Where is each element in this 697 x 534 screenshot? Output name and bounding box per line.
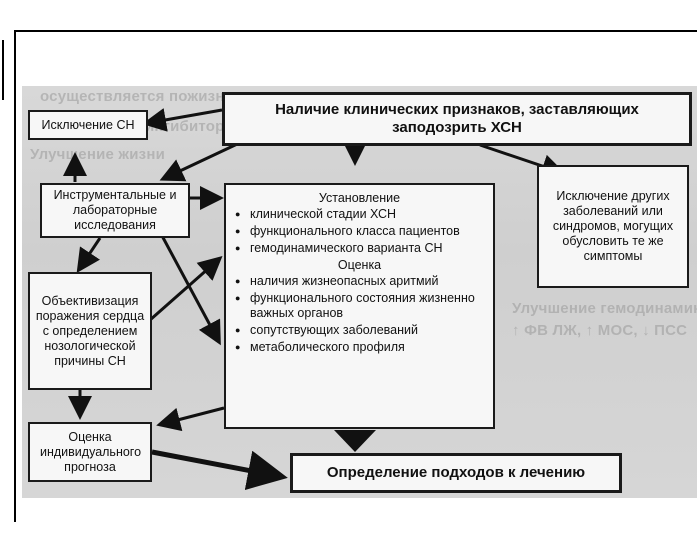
ghost-text-4: Улучшение гемодинамики: (512, 300, 697, 317)
exclusion-hf-text: Исключение СН (41, 117, 135, 132)
list-item: сопутствующих заболеваний (235, 323, 487, 338)
evaluation-heading: Оценка (337, 258, 382, 272)
list-item: функционального класса пациентов (235, 224, 487, 239)
establishment-heading: Установление (318, 191, 401, 205)
treatment-text: Определение подходов к лечению (326, 464, 586, 481)
list-item: гемодинамического варианта СН (235, 241, 487, 256)
clinical-signs-text: Наличие клинических признаков, заставляю… (275, 101, 639, 136)
treatment-box: Определение подходов к лечению (290, 453, 622, 493)
left-mark (2, 40, 4, 100)
prognosis-text: Оценка индивидуального прогноза (40, 429, 142, 474)
prognosis-box: Оценка индивидуального прогноза (28, 422, 152, 482)
arrow-center-to-treatment (334, 430, 376, 452)
arrow-prognosis-to-treatment (151, 449, 288, 491)
objectivization-text: Объективизация поражения сердца с опреде… (35, 293, 145, 368)
ghost-text-5: ↑ ФВ ЛЖ, ↑ МОС, ↓ ПСС (512, 322, 688, 339)
other-diseases-text: Исключение других заболеваний или синдро… (552, 189, 674, 263)
left-rule (14, 30, 16, 522)
arrow-center-to-prognosis (156, 406, 225, 432)
objectivization-box: Объективизация поражения сердца с опреде… (28, 272, 152, 390)
list-item: функционального состояния жизненно важны… (235, 291, 487, 321)
top-rule (14, 30, 697, 32)
establishment-list: клинической стадии ХСН функционального к… (232, 207, 487, 256)
instrumental-text: Инструментальные и лабораторные исследов… (53, 188, 177, 232)
other-diseases-box: Исключение других заболеваний или синдро… (537, 165, 689, 288)
instrumental-box: Инструментальные и лабораторные исследов… (40, 183, 190, 238)
arrow-top-to-exclusion (142, 108, 223, 132)
arrow-instrumental-to-objectivization (76, 237, 102, 273)
evaluation-list: наличия жизнеопасных аритмий функциональ… (232, 274, 487, 355)
assessment-box: Установление клинической стадии ХСН функ… (224, 183, 495, 429)
list-item: наличия жизнеопасных аритмий (235, 274, 487, 289)
list-item: клинической стадии ХСН (235, 207, 487, 222)
list-item: метаболического профиля (235, 340, 487, 355)
exclusion-hf-box: Исключение СН (28, 110, 148, 140)
arrow-objectivization-to-center (149, 256, 223, 322)
clinical-signs-box: Наличие клинических признаков, заставляю… (222, 92, 692, 146)
